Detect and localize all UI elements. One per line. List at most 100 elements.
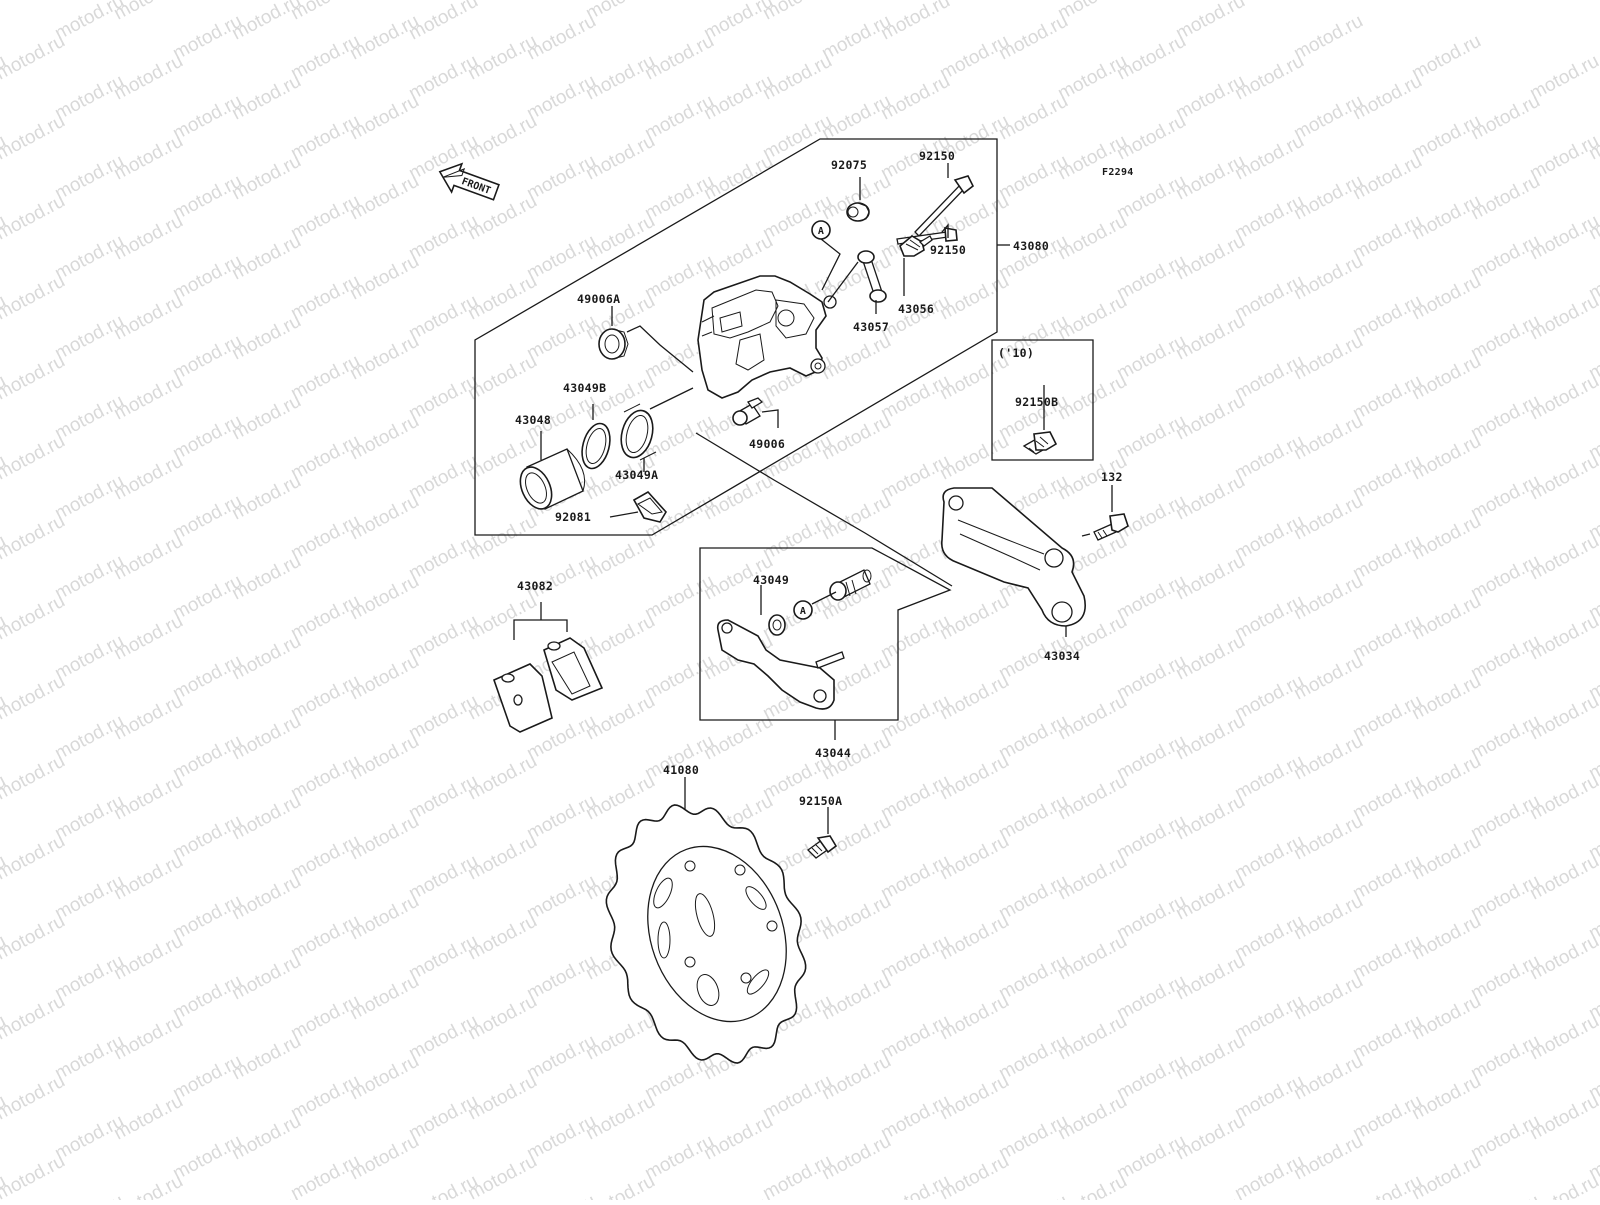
watermark-text: motod.ru — [110, 851, 186, 905]
label-43057: 43057 — [853, 320, 889, 334]
watermark-text: motod.ru — [0, 831, 69, 885]
label-41080: 41080 — [663, 763, 699, 777]
watermark-text: motod.ru — [936, 1151, 1012, 1200]
watermark-text: motod.ru — [1526, 851, 1600, 905]
watermark-text: motod.ru — [464, 191, 540, 245]
watermark-text: motod.ru — [0, 591, 69, 645]
watermark-text: motod.ru — [0, 511, 69, 565]
watermark-text: motod.ru — [1172, 311, 1248, 365]
seal-43049A — [620, 403, 657, 461]
watermark-text: motod.ru — [0, 1151, 69, 1200]
watermark-text: motod.ru — [1526, 291, 1600, 345]
watermark-text: motod.ru — [228, 1031, 304, 1085]
watermark-text: motod.ru — [1467, 91, 1543, 145]
watermark-text: motod.ru — [346, 571, 422, 625]
watermark-text: motod.ru — [0, 0, 69, 4]
label-92150-top: 92150 — [919, 149, 955, 163]
label-92150B: 92150B — [1015, 395, 1058, 409]
watermark-text: motod.ru — [346, 331, 422, 385]
watermark-text: motod.ru — [1526, 451, 1600, 505]
svg-text:A: A — [800, 606, 806, 617]
bleeder-valve-43056 — [899, 235, 933, 257]
watermark-text: motod.ru — [1172, 791, 1248, 845]
watermark-text: motod.ru — [582, 691, 658, 745]
watermark-text: motod.ru — [818, 491, 894, 545]
watermark-text: motod.ru — [818, 331, 894, 385]
watermark-text: motod.ru — [700, 1111, 776, 1165]
watermark-text: motod.ru — [936, 591, 1012, 645]
watermark-text: motod.ru — [1054, 1171, 1130, 1200]
watermark-text: motod.ru — [1526, 931, 1600, 985]
watermark-text: motod.ru — [1290, 1131, 1366, 1185]
watermark-text: motod.ru — [346, 811, 422, 865]
watermark-text: motod.ru — [1467, 1191, 1543, 1200]
watermark-text: motod.ru — [582, 211, 658, 265]
watermark-text: motod.ru — [110, 531, 186, 585]
watermark-text: motod.ru — [1054, 1011, 1130, 1065]
watermark-text: motod.ru — [1408, 351, 1484, 405]
watermark-text: motod.ru — [228, 1191, 304, 1200]
watermark-text: motod.ru — [936, 671, 1012, 725]
watermark-text: motod.ru — [464, 271, 540, 325]
watermark-text: motod.ru — [1054, 211, 1130, 265]
watermark-text: motod.ru — [346, 971, 422, 1025]
watermark-text: motod.ru — [1408, 671, 1484, 725]
watermark-text: motod.ru — [0, 351, 69, 405]
watermark-text: motod.ru — [1290, 891, 1366, 945]
watermark-text: motod.ru — [818, 1131, 894, 1185]
watermark-text: motod.ru — [1054, 691, 1130, 745]
watermark-text: motod.ru — [582, 531, 658, 585]
watermark-text: motod.ru — [582, 131, 658, 185]
label-43080: 43080 — [1013, 239, 1049, 253]
watermark-text: motod.ru — [228, 871, 304, 925]
watermark-text: motod.ru — [1290, 1051, 1366, 1105]
watermark-text: motod.ru — [700, 1191, 776, 1200]
watermark-text: motod.ru — [1467, 171, 1543, 225]
watermark-text: motod.ru — [582, 1171, 658, 1200]
watermark-text: motod.ru — [346, 171, 422, 225]
label-49006A: 49006A — [577, 292, 620, 306]
watermark-text: motod.ru — [1408, 911, 1484, 965]
slide-pin-49006 — [732, 397, 764, 426]
leader-lines — [513, 163, 1113, 834]
watermark-text: motod.ru — [1172, 551, 1248, 605]
figure-code: F2294 — [1102, 167, 1134, 178]
watermark-text: motod.ru — [1408, 751, 1484, 805]
watermark-text: motod.ru — [1054, 771, 1130, 825]
label-49006: 49006 — [749, 437, 785, 451]
watermark-text: motod.ru — [523, 1191, 599, 1200]
watermark-text: motod.ru — [582, 1091, 658, 1145]
watermark-text: motod.ru — [1172, 0, 1248, 44]
watermark-text: motod.ru — [0, 671, 69, 725]
caliper-assembly-outline — [474, 138, 998, 536]
watermark-text: motod.ru — [0, 431, 69, 485]
watermark-text: motod.ru — [1526, 1091, 1600, 1145]
watermark-text: motod.ru — [464, 831, 540, 885]
watermark-text: motod.ru — [995, 91, 1071, 145]
label-92075: 92075 — [831, 158, 867, 172]
watermark-text: motod.ru — [1408, 431, 1484, 485]
watermark-text: motod.ru — [1113, 31, 1189, 85]
watermark-text: motod.ru — [1172, 871, 1248, 925]
watermark-text: motod.ru — [1290, 811, 1366, 865]
watermark-text: motod.ru — [1526, 51, 1600, 105]
watermark-text: motod.ru — [464, 111, 540, 165]
watermark-text: motod.ru — [228, 151, 304, 205]
watermark-text: motod.ru — [1526, 371, 1600, 425]
variant-note: ('10) — [998, 346, 1034, 360]
watermark-text: motod.ru — [228, 311, 304, 365]
watermark-text: motod.ru — [1408, 271, 1484, 325]
watermark-text: motod.ru — [1172, 1031, 1248, 1085]
watermark-text: motod.ru — [228, 391, 304, 445]
watermark-text: motod.ru — [1526, 1171, 1600, 1200]
watermark-text: motod.ru — [464, 911, 540, 965]
watermark-text: motod.ru — [936, 991, 1012, 1045]
spring-92081 — [632, 490, 667, 523]
watermark-text: motod.ru — [346, 1131, 422, 1185]
watermark-text: motod.ru — [818, 411, 894, 465]
watermark-text: motod.ru — [228, 711, 304, 765]
watermark-text: motod.ru — [0, 911, 69, 965]
watermark-text: motod.ru — [464, 591, 540, 645]
